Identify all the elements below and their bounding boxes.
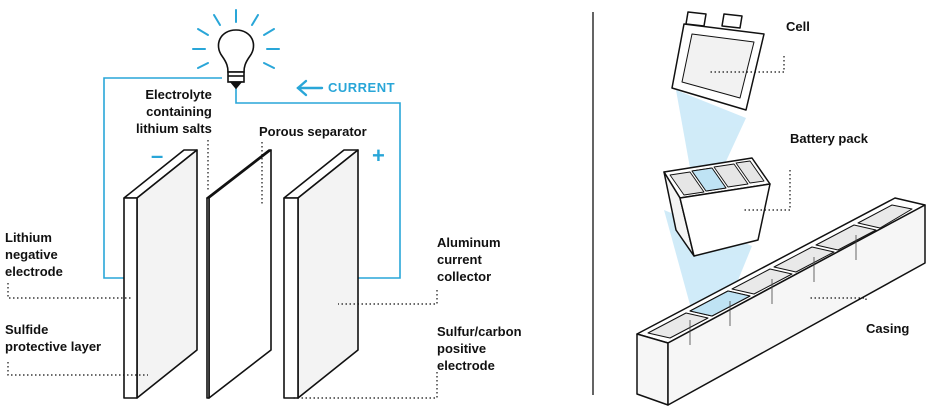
light-bulb-icon <box>217 29 255 90</box>
negative-electrode-plate <box>123 149 198 399</box>
leader-lines-left <box>7 140 438 399</box>
positive-electrode-label: Sulfur/carbon positive electrode <box>437 324 522 373</box>
circuit-wire <box>103 77 401 279</box>
separator-label: Porous separator <box>259 124 367 139</box>
battery-pack <box>663 157 771 257</box>
positive-sign: + <box>372 143 385 168</box>
negative-electrode-label: Lithium negative electrode <box>5 230 63 279</box>
collector-label: Aluminum current collector <box>437 235 501 284</box>
electrolyte-label: Electrolyte containing lithium salts <box>136 87 212 136</box>
light-rays <box>192 9 280 69</box>
current-arrow-icon <box>296 79 324 97</box>
leader-lines-right <box>708 56 867 300</box>
cell-pouch <box>671 11 765 111</box>
cell-label: Cell <box>786 19 810 34</box>
protective-layer-label: Sulfide protective layer <box>5 322 102 354</box>
separator-plate <box>206 149 272 399</box>
casing <box>636 197 926 406</box>
negative-sign: – <box>151 143 164 168</box>
battery-pack-label: Battery pack <box>790 131 869 146</box>
casing-label: Casing <box>866 321 910 336</box>
current-label: CURRENT <box>328 80 396 95</box>
positive-electrode-plate <box>283 149 359 399</box>
